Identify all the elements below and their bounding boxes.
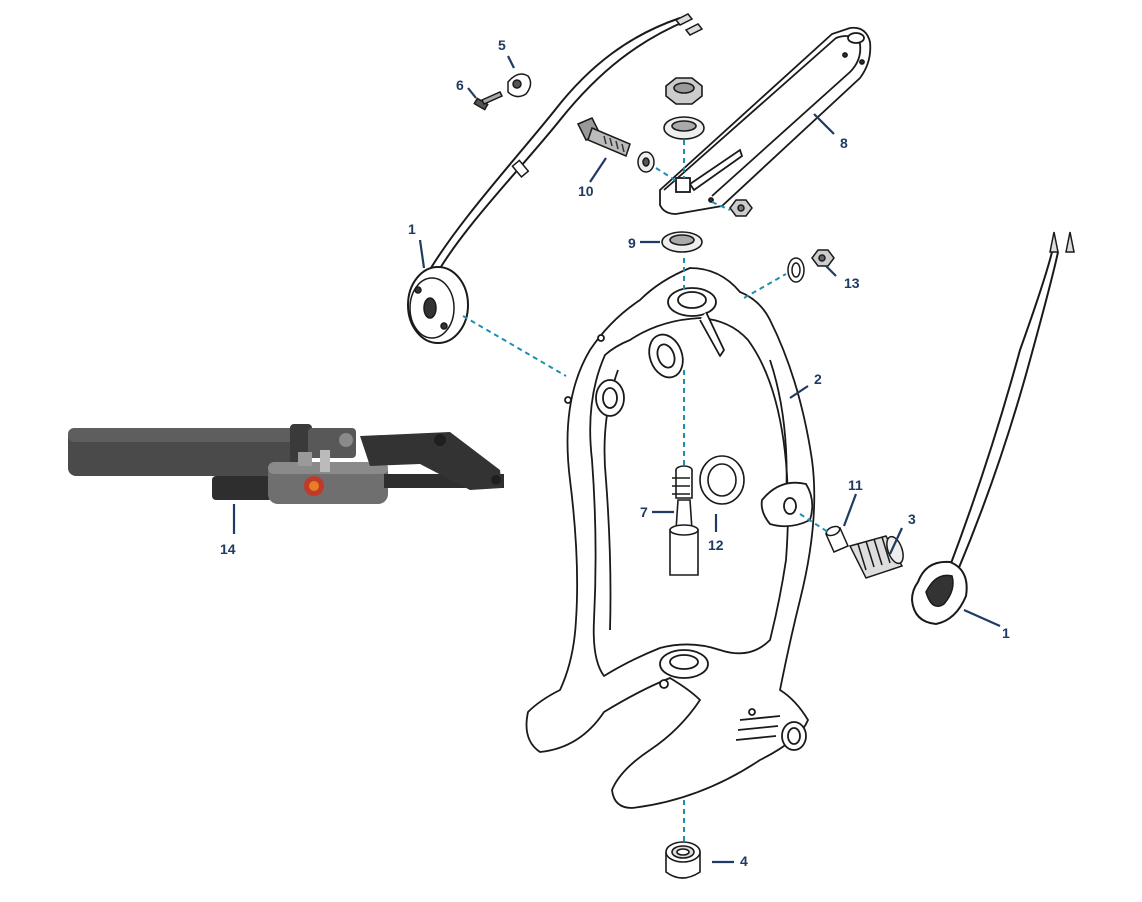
- callout-numbers: 1 2 3 4 5 6 7 8 9 10 11 12 13 14 1: [220, 37, 1010, 869]
- callout-2: 2: [814, 371, 822, 387]
- arm-slot: [688, 148, 744, 192]
- arm-nut-stack: [663, 77, 705, 140]
- bushing-part-11: [825, 525, 849, 553]
- callout-12: 12: [708, 537, 724, 553]
- nut-washer-part-13: [787, 249, 835, 283]
- callout-4: 4: [740, 853, 748, 869]
- callout-7: 7: [640, 504, 648, 520]
- sensor-cable-left: [431, 19, 689, 283]
- callout-8: 8: [840, 135, 848, 151]
- trim-sensor-left: [407, 13, 704, 344]
- screw-part-6: [473, 91, 504, 111]
- washer-part-9: [661, 231, 703, 253]
- stud-part-7: [669, 465, 699, 576]
- bolt-part-10: [576, 117, 655, 173]
- trim-cylinder-photo-part-14: [68, 424, 504, 504]
- trim-sensor-right: [910, 231, 1075, 626]
- callout-11: 11: [848, 477, 863, 493]
- bearing-part-4: [665, 841, 701, 879]
- cable-terminal-right-1: [1049, 231, 1059, 253]
- callout-13: 13: [844, 275, 860, 291]
- cable-terminal-right-2: [1065, 231, 1075, 253]
- callout-10: 10: [578, 183, 594, 199]
- pin-part-3: [848, 535, 904, 579]
- arm-side-nut: [729, 199, 753, 217]
- gasket-part-12: [699, 455, 745, 505]
- callout-1-left: 1: [408, 221, 416, 237]
- callout-14: 14: [220, 541, 236, 557]
- cable-terminal-left-1: [674, 13, 694, 26]
- arm-square-hole: [675, 177, 691, 193]
- cable-clip: [511, 159, 530, 178]
- leader-sensor-left: [462, 315, 567, 377]
- callout-leaders: [232, 55, 1001, 864]
- callout-3: 3: [908, 511, 916, 527]
- tiller-arm-part-8: [659, 26, 872, 215]
- callout-9: 9: [628, 235, 636, 251]
- callout-6: 6: [456, 77, 464, 93]
- callout-5: 5: [498, 37, 506, 53]
- cable-terminal-left-2: [684, 23, 704, 36]
- cable-clip-part-5: [507, 73, 532, 98]
- callout-1-right: 1: [1002, 625, 1010, 641]
- assembly-leaders: [462, 140, 829, 842]
- sensor-hole-left: [423, 297, 437, 319]
- sensor-cable-left-2: [424, 17, 681, 279]
- arm-eye: [847, 32, 865, 44]
